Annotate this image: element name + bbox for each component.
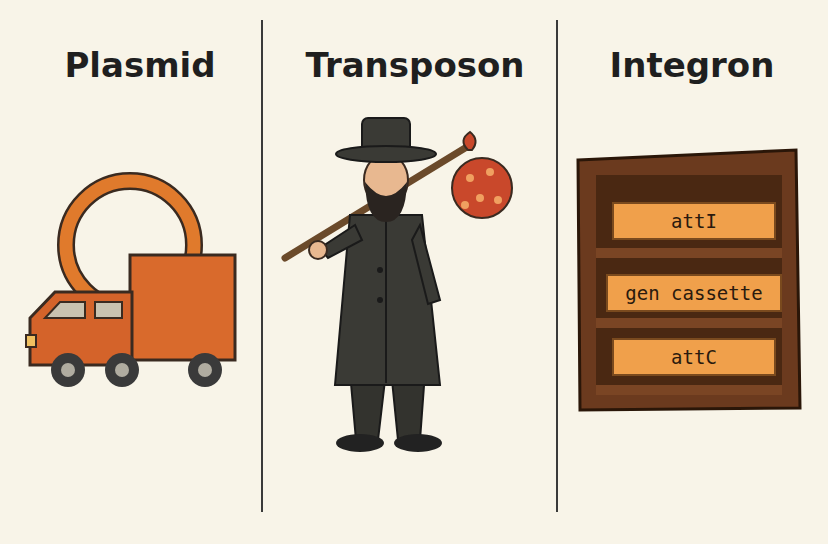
beard	[365, 182, 407, 222]
truck-light	[26, 335, 36, 347]
shoe	[394, 434, 442, 452]
shelf-board	[596, 385, 782, 395]
bundle-dot	[476, 194, 484, 202]
truck-hub	[61, 363, 75, 377]
bundle-dot	[486, 168, 494, 176]
hat-brim	[336, 146, 436, 162]
arm	[412, 225, 440, 304]
panel-heading: Plasmid	[64, 45, 215, 85]
shelf-back	[596, 175, 782, 395]
truck-hub	[198, 363, 212, 377]
shelf-frame	[578, 150, 800, 410]
hand	[309, 241, 327, 259]
plasmid-illustration	[26, 181, 235, 387]
node-text: attI	[671, 210, 717, 232]
bundle-dot	[494, 196, 502, 204]
divider-line	[261, 20, 263, 512]
truck-wheel	[51, 353, 85, 387]
truck-wheel	[105, 353, 139, 387]
truck-hub	[115, 363, 129, 377]
bundle-dot	[466, 174, 474, 182]
node-text: gen cassette	[625, 282, 762, 304]
transposon-illustration	[285, 118, 512, 452]
cassette-box: attI	[612, 202, 776, 240]
cassette-box: gen cassette	[606, 274, 782, 312]
panel-heading: Integron	[610, 45, 775, 85]
coat-button	[377, 267, 383, 273]
truck-cargo	[130, 255, 235, 360]
shelf-board	[596, 318, 782, 328]
divider-line	[556, 20, 558, 512]
truck-wheel	[188, 353, 222, 387]
integron-illustration	[578, 150, 800, 410]
bundle-dot	[461, 201, 469, 209]
panel-heading: Transposon	[305, 45, 524, 85]
bundle	[452, 158, 512, 218]
bundle-knot	[463, 132, 475, 150]
coat-button	[377, 297, 383, 303]
truck-window	[95, 302, 122, 318]
coat-seam	[385, 220, 387, 383]
node-text: attC	[671, 346, 717, 368]
shelf-board	[596, 248, 782, 258]
shoe	[336, 434, 384, 452]
cassette-box: attC	[612, 338, 776, 376]
truck-window	[45, 302, 85, 318]
